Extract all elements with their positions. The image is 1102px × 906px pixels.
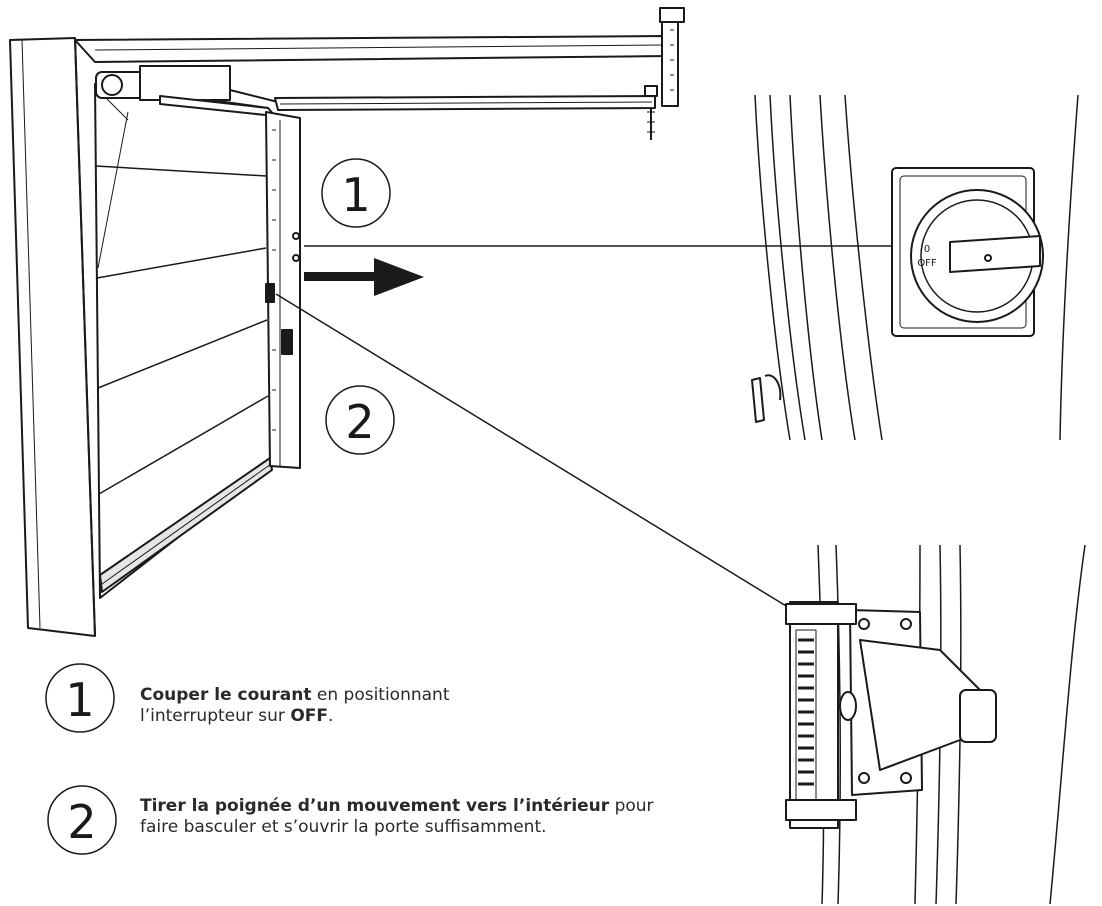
instruction-1: Couper le courant en positionnant l’inte…	[140, 685, 450, 727]
marker-1-label: 1	[341, 168, 370, 222]
instruction-2-text: pour faire basculer et s’ouvrir la porte…	[140, 796, 654, 837]
caption-2-number: 2	[67, 795, 96, 849]
instruction-2: Tirer la poignée d’un mouvement vers l’i…	[140, 796, 680, 838]
instruction-2-bold: Tirer la poignée d’un mouvement vers l’i…	[140, 796, 610, 816]
marker-2-label: 2	[345, 395, 374, 449]
instruction-1-bold-end: OFF	[290, 706, 328, 726]
door-frame	[9, 7, 685, 637]
motor-arm	[95, 65, 658, 140]
door-panel	[94, 83, 273, 599]
instruction-1-text-a: en positionnant	[311, 685, 450, 705]
switch-detail	[751, 94, 1079, 441]
handle-detail	[785, 544, 1086, 905]
pull-arrow-icon	[304, 258, 424, 296]
instruction-1-end: .	[328, 706, 334, 726]
switch-on-label: 0	[924, 244, 930, 255]
marker-1-circle	[321, 158, 391, 228]
instruction-1-bold: Couper le courant	[140, 685, 312, 705]
switch-off-label: OFF	[917, 258, 937, 269]
instruction-1-text-b: l’interrupteur sur	[140, 706, 291, 726]
caption-2-circle	[47, 785, 117, 855]
marker-2-circle	[325, 385, 395, 455]
callout-line-2	[275, 293, 797, 613]
caption-1-circle	[45, 663, 115, 733]
control-post	[265, 111, 301, 469]
caption-1-number: 1	[65, 673, 94, 727]
